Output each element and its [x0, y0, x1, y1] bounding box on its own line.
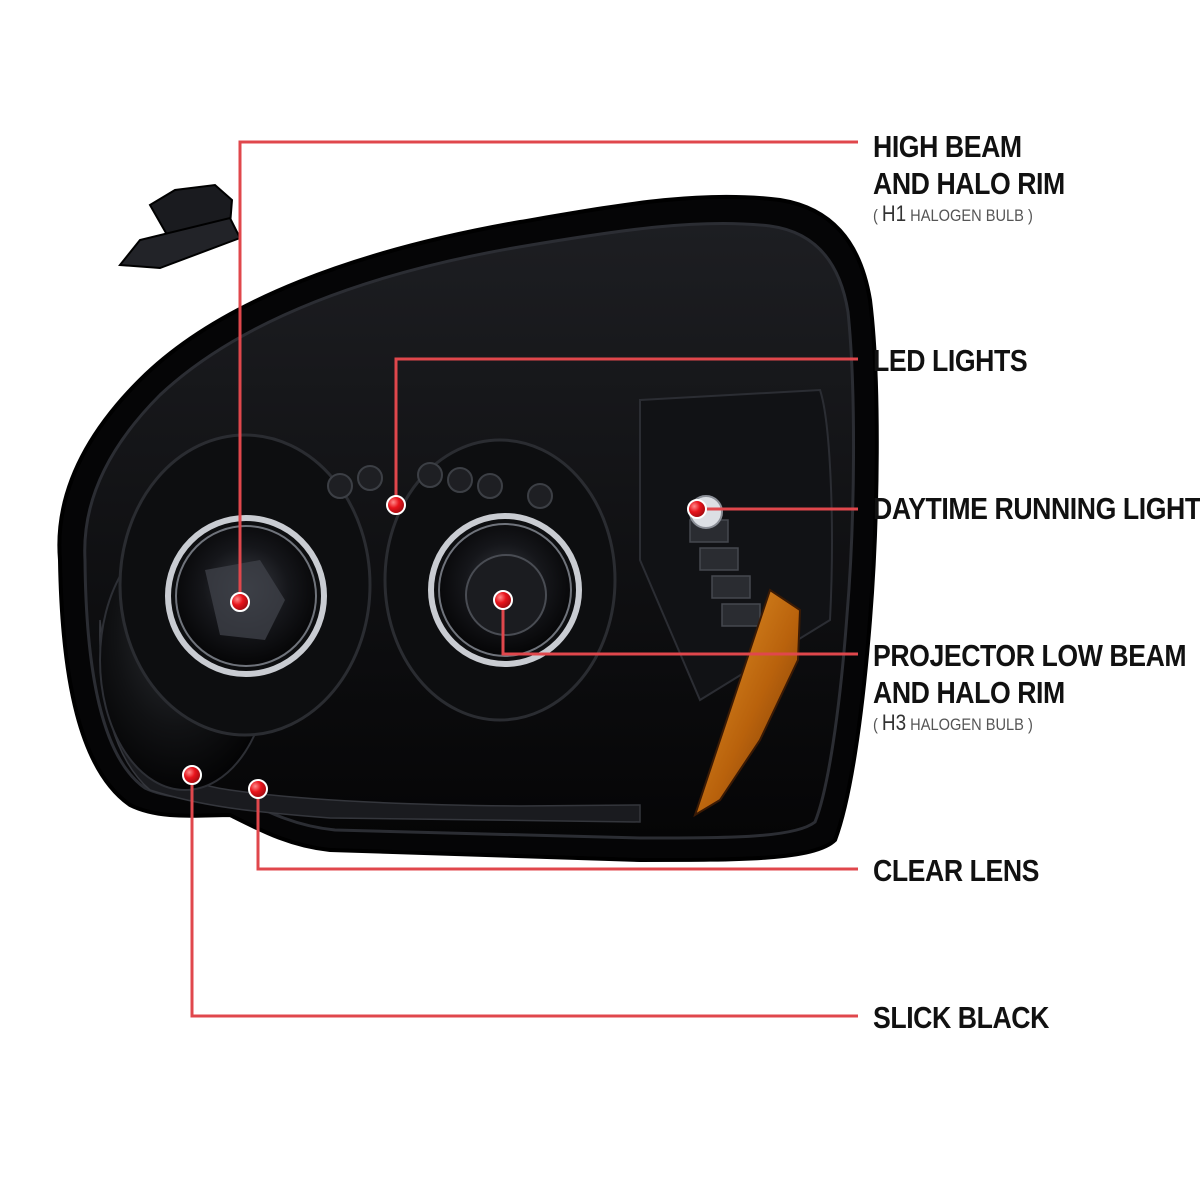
headlight-illustration: [57, 183, 879, 863]
callout-slick-black: SLICK BLACK: [873, 999, 1049, 1036]
callout-title-line: AND HALO RIM: [873, 675, 1065, 710]
mounting-bracket: [118, 216, 242, 270]
leader-line-slick-black: [190, 775, 858, 1018]
drl-ribs: [689, 519, 761, 627]
led-row: [327, 462, 553, 509]
callout-title-line: DAYTIME RUNNING LIGHT: [873, 491, 1200, 526]
amber-reflector: [693, 588, 802, 818]
callout-title-line: PROJECTOR LOW BEAM: [873, 638, 1187, 673]
marker-dot-projector: [493, 590, 513, 610]
callout-clear-lens: CLEAR LENS: [873, 852, 1039, 889]
leader-lines: [190, 140, 858, 1018]
callout-title-line: HIGH BEAM: [873, 129, 1022, 164]
bulb-code: H1: [881, 201, 907, 226]
marker-dot-drl: [687, 499, 707, 519]
leader-line-high-beam: [238, 140, 858, 600]
callout-led-lights: LED LIGHTS: [873, 342, 1028, 379]
marker-dot-clear-lens: [248, 779, 268, 799]
leader-line-projector: [501, 600, 858, 656]
callout-high-beam: HIGH BEAM AND HALO RIM ( H1 HALOGEN BULB…: [873, 128, 1065, 228]
halo-ring-low: [428, 513, 582, 667]
callout-title-line: AND HALO RIM: [873, 166, 1065, 201]
callout-subtitle: ( H1 HALOGEN BULB ): [873, 201, 1033, 226]
callout-subtitle: ( H3 HALOGEN BULB ): [873, 710, 1033, 735]
marker-dot-slick-black: [182, 765, 202, 785]
leader-line-led-lights: [394, 357, 858, 505]
halo-ring-high: [165, 515, 327, 677]
marker-dot-led-lights: [386, 495, 406, 515]
callout-drl: DAYTIME RUNNING LIGHT: [873, 490, 1200, 527]
leader-line-clear-lens: [256, 789, 858, 871]
callout-projector: PROJECTOR LOW BEAM AND HALO RIM ( H3 HAL…: [873, 637, 1187, 737]
marker-dots: [182, 495, 707, 799]
bulb-code: H3: [881, 710, 907, 735]
marker-dot-high-beam: [230, 592, 250, 612]
callout-title-line: CLEAR LENS: [873, 853, 1040, 888]
callout-title-line: SLICK BLACK: [873, 1000, 1049, 1035]
callout-title-line: LED LIGHTS: [873, 343, 1028, 378]
